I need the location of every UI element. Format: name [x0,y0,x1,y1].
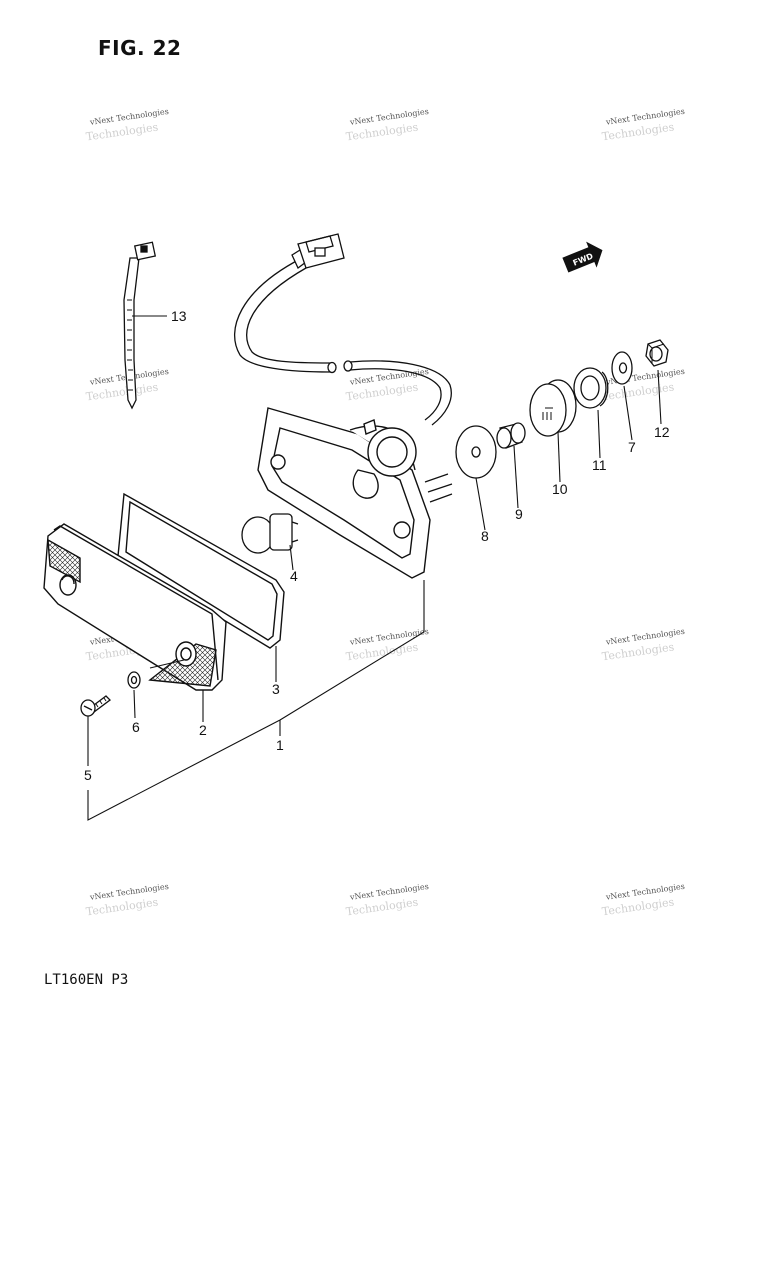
part-10-grommet [529,379,577,437]
part-8-washer [455,425,497,479]
part-12-nut [645,339,669,367]
part-13-cable-tie [123,241,157,410]
callout-3: 3 [272,681,280,697]
callout-numbers: 13 8 9 10 11 7 12 4 3 2 6 5 1 [84,308,670,783]
callout-12: 12 [654,424,670,440]
part-2-lens [43,523,227,691]
callout-6: 6 [132,719,140,735]
part-1-lamp-housing [257,407,453,579]
callout-11: 11 [592,457,607,473]
callout-10: 10 [552,481,568,497]
figure-title: FIG. 22 [98,36,182,60]
callout-2: 2 [199,722,207,738]
callout-5: 5 [84,767,92,783]
leader-lines [87,315,662,821]
wire-harness [233,233,452,426]
part-4-bulb [241,513,299,554]
callout-7: 7 [628,439,636,455]
part-7-washer [611,351,633,385]
callout-1: 1 [276,737,284,753]
callout-13: 13 [171,308,187,324]
part-6-washer [127,671,141,689]
part-9-collar [496,422,526,449]
part-11-rubber-washer [573,367,609,409]
callout-4: 4 [290,568,298,584]
fwd-arrow-icon: FWD [562,241,603,273]
part-5-screw [80,695,111,717]
model-code: LT160EN P3 [44,972,129,988]
callout-8: 8 [481,528,489,544]
callout-9: 9 [515,506,523,522]
